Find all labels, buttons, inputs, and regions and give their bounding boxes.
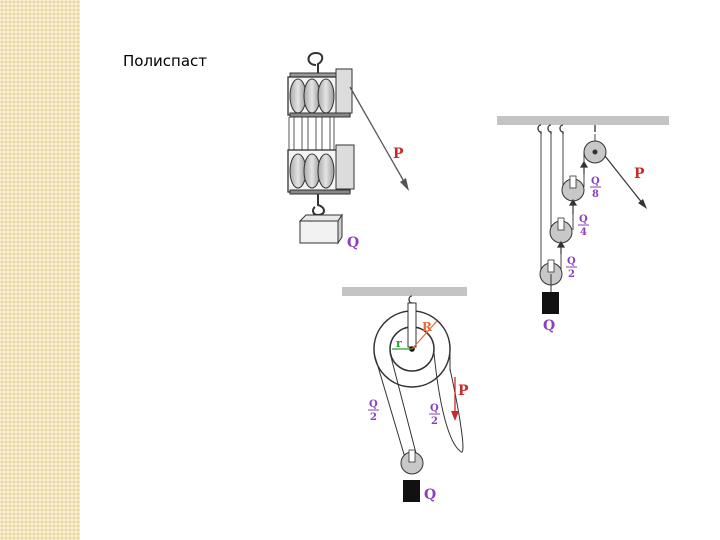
- svg-text:8: 8: [592, 189, 599, 200]
- force-arrow-p: [604, 155, 647, 209]
- pulley-chain-figure: P Q 8 Q 4 Q 2 Q: [495, 112, 673, 342]
- pulley-3: [549, 217, 573, 244]
- ceiling-hooks: [537, 124, 596, 134]
- pulley-2: [561, 175, 585, 202]
- fraction-q2: Q 2: [566, 256, 577, 280]
- chain-loop: [373, 352, 464, 462]
- force-label-p: P: [634, 166, 645, 182]
- force-arrow-p: [349, 86, 409, 191]
- big-radius-label: R: [422, 320, 433, 334]
- top-hook: [307, 51, 324, 73]
- differential-pulley-figure: R r P Q 2 Q 2 Q: [340, 283, 475, 513]
- svg-text:4: 4: [580, 227, 587, 238]
- fraction-q8: Q 8: [590, 176, 601, 200]
- force-arrow-p: [451, 377, 459, 421]
- tension-arrows: [556, 160, 589, 254]
- fraction-right: Q 2: [429, 403, 440, 427]
- big-radius-line: [411, 320, 438, 350]
- svg-text:Q: Q: [579, 214, 588, 225]
- upper-block: [287, 68, 353, 118]
- load-block: [542, 292, 559, 314]
- lower-pulley: [400, 449, 424, 475]
- svg-text:Q: Q: [591, 176, 600, 187]
- ropes: [288, 117, 335, 153]
- load-label-q: Q: [543, 318, 555, 334]
- svg-text:2: 2: [568, 269, 575, 280]
- svg-text:2: 2: [370, 412, 377, 423]
- svg-text:2: 2: [431, 416, 438, 427]
- small-radius-label: r: [396, 337, 402, 350]
- slide-title: Полиспаст: [123, 52, 208, 70]
- ceiling-bar: [497, 116, 669, 125]
- force-label-p: P: [458, 383, 469, 399]
- svg-text:Q: Q: [430, 403, 439, 414]
- decorative-side-strip: [0, 0, 80, 540]
- load-block: [403, 480, 420, 502]
- load-box: [298, 213, 343, 245]
- load-label-q: Q: [424, 487, 436, 503]
- fraction-left: Q 2: [368, 399, 379, 423]
- fraction-q4: Q 4: [578, 214, 589, 238]
- pulley-top: [583, 140, 607, 164]
- lower-block: [287, 144, 355, 195]
- ceiling-bar: [342, 287, 467, 296]
- bottom-hook: [312, 194, 325, 217]
- force-label-p: P: [393, 146, 404, 162]
- load-label-q: Q: [347, 235, 359, 251]
- block-tackle-figure: P Q: [250, 45, 425, 260]
- svg-text:Q: Q: [567, 256, 576, 267]
- svg-text:Q: Q: [369, 399, 378, 410]
